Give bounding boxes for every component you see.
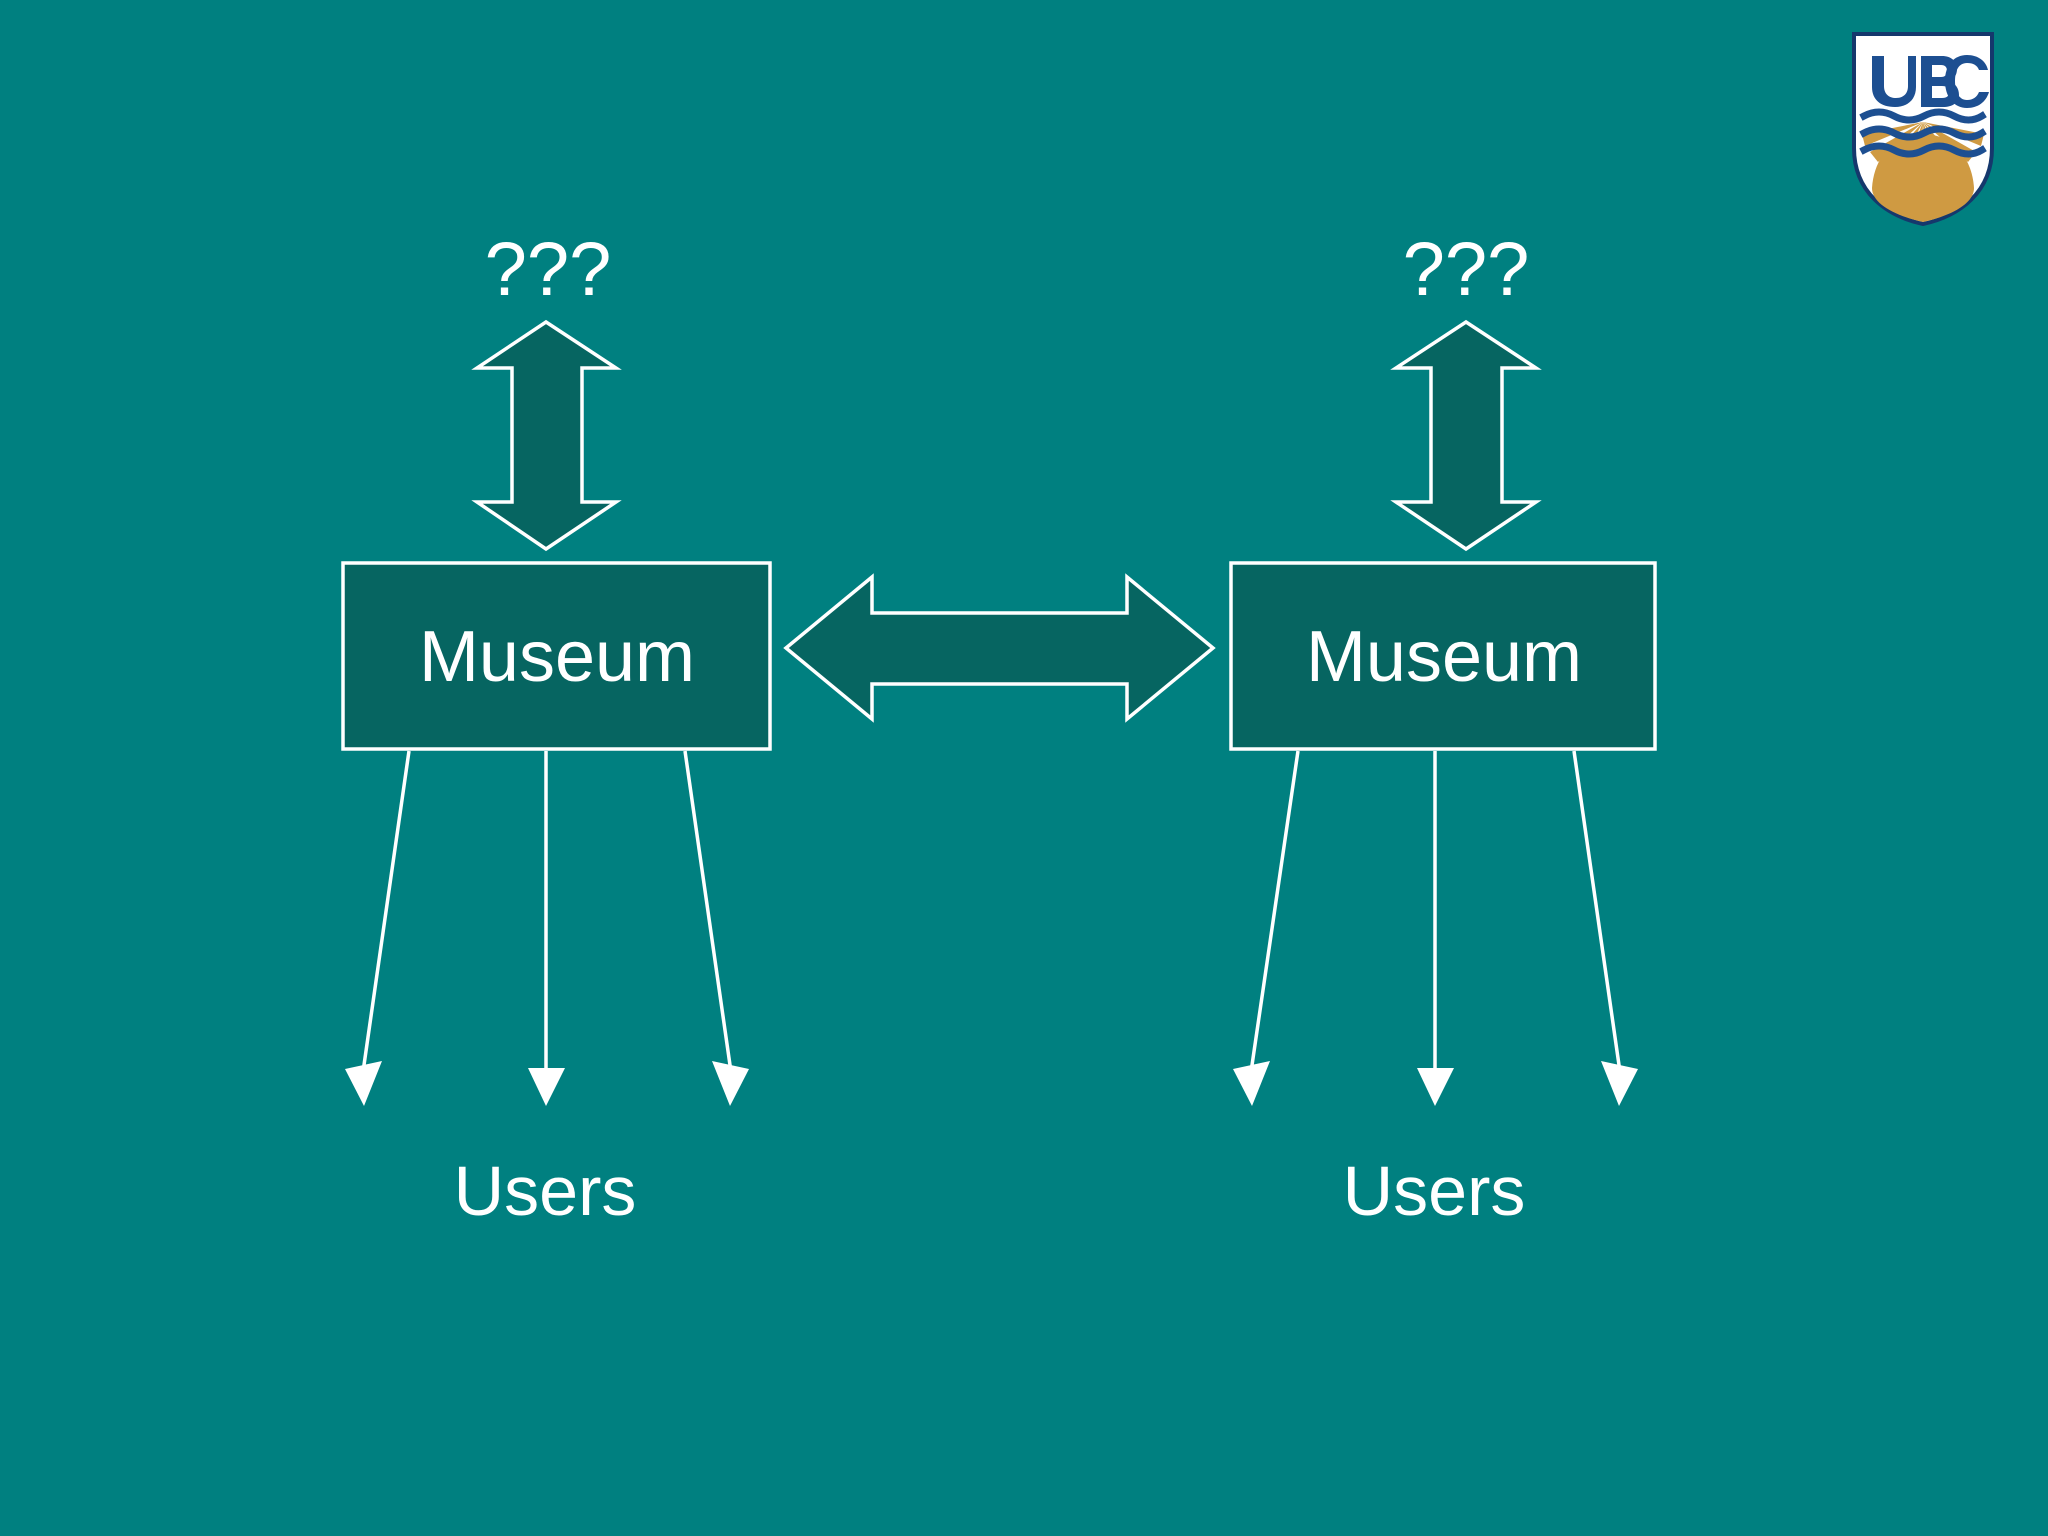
left-museum-node: Museum — [341, 561, 772, 751]
left-user-arrow-2 — [528, 751, 565, 1106]
left-museum-label: Museum — [419, 617, 695, 697]
left-vertical-double-arrow — [471, 319, 622, 552]
left-user-arrow-1 — [345, 750, 411, 1106]
right-museum-node: Museum — [1229, 561, 1657, 751]
left-user-arrow-3 — [683, 750, 749, 1106]
left-question-label: ??? — [485, 227, 612, 312]
wave-lines-icon — [1859, 108, 1987, 158]
left-downstream-arrows — [345, 750, 749, 1106]
left-museum-box — [341, 561, 772, 751]
right-user-arrow-2 — [1417, 751, 1454, 1106]
right-vertical-double-arrow — [1390, 319, 1542, 552]
right-question-label: ??? — [1403, 227, 1530, 312]
ubc-shield-logo — [1852, 32, 1994, 227]
right-downstream-arrows — [1233, 750, 1638, 1106]
right-museum-box — [1229, 561, 1657, 751]
right-users-label: Users — [1343, 1152, 1526, 1230]
museum-to-museum-double-arrow — [783, 573, 1216, 723]
right-museum-label: Museum — [1306, 617, 1582, 697]
ubc-wordmark — [1872, 55, 1989, 108]
right-user-arrow-3 — [1572, 750, 1638, 1106]
right-user-arrow-1 — [1233, 750, 1300, 1106]
left-users-label: Users — [454, 1152, 637, 1230]
